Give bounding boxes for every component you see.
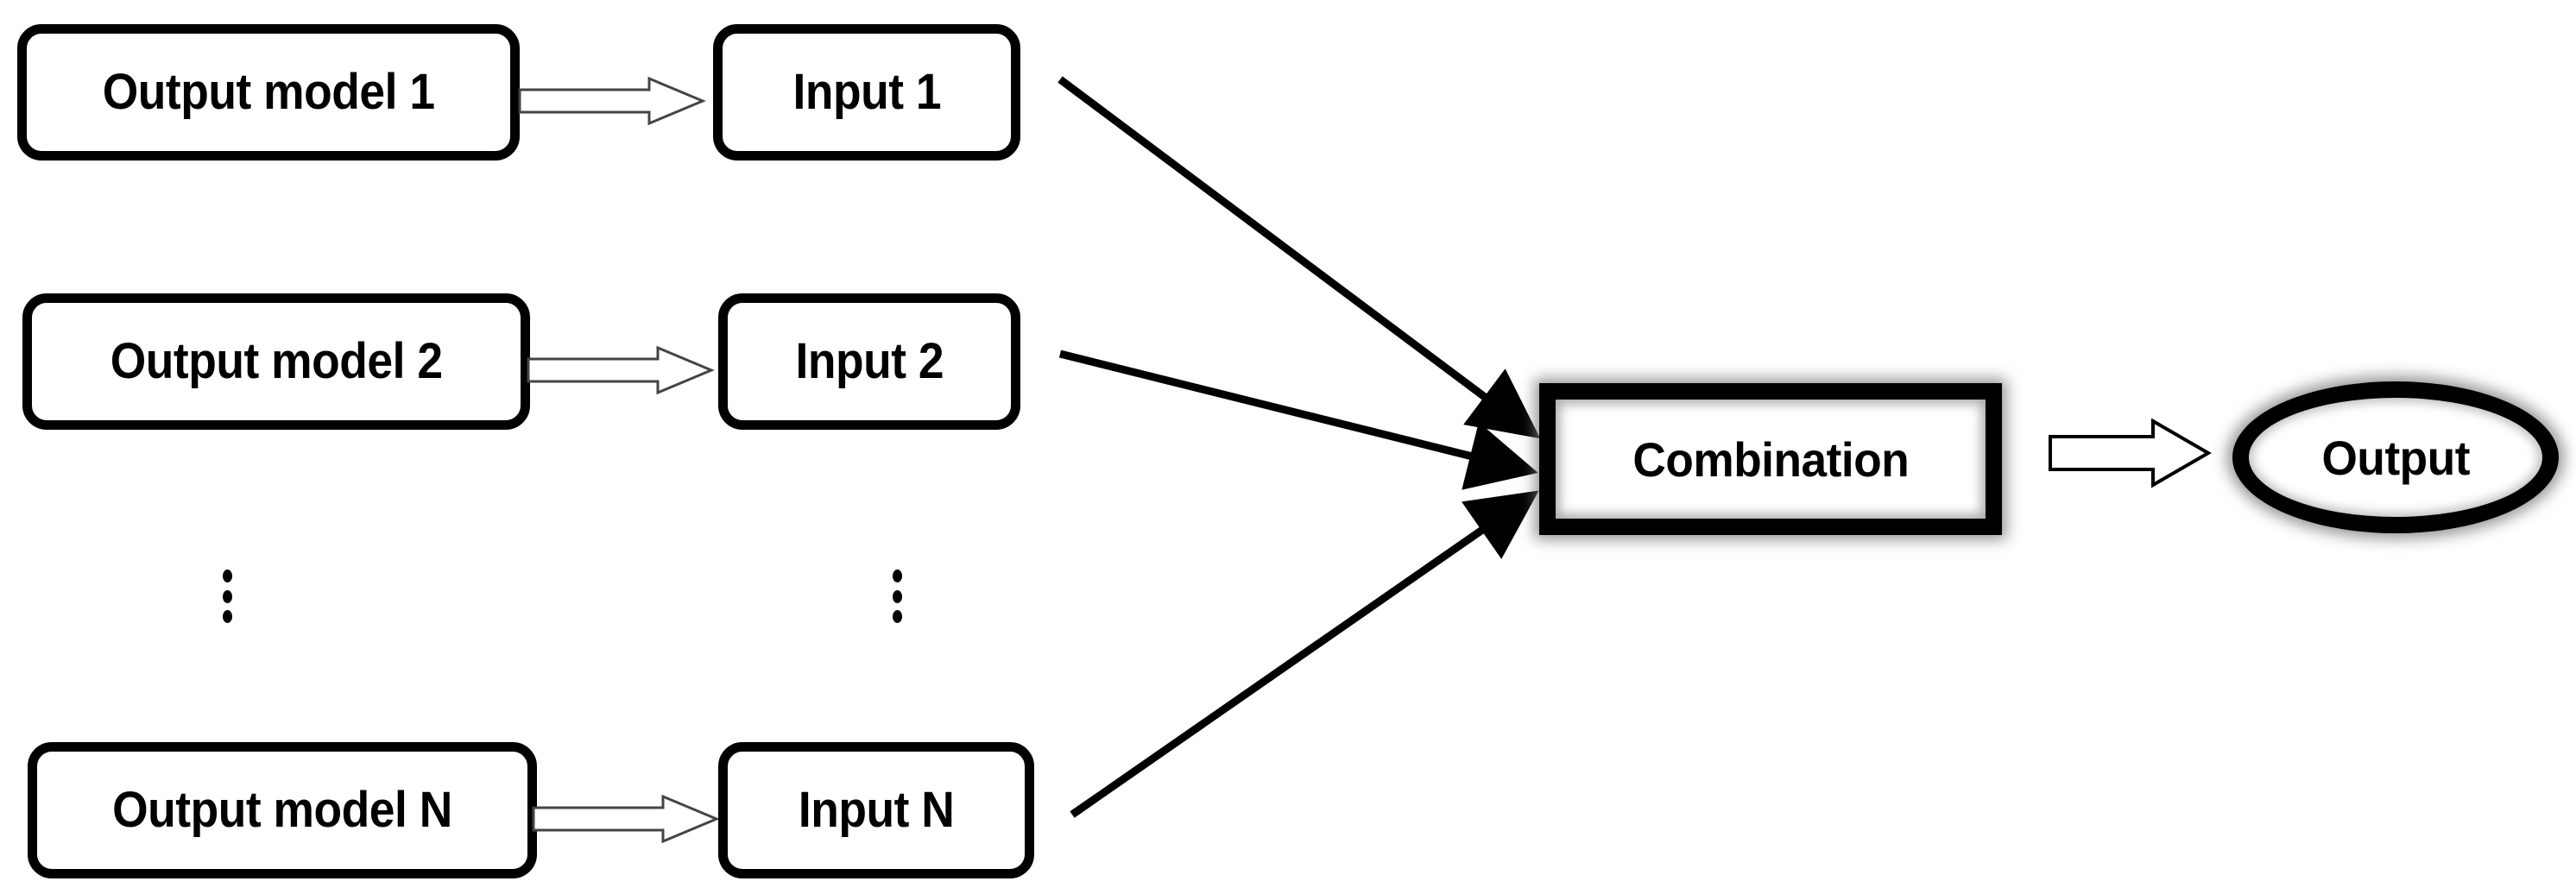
node-input-1[interactable]: Input 1 bbox=[713, 24, 1020, 161]
node-input-2[interactable]: Input 2 bbox=[718, 293, 1020, 430]
node-output-model-n[interactable]: Output model N bbox=[28, 742, 537, 878]
node-input-1-label: Input 1 bbox=[792, 64, 941, 120]
node-output-model-n-label: Output model N bbox=[112, 782, 452, 838]
block-arrow-right-icon-row-1 bbox=[518, 76, 706, 126]
line-arrow-right-icon-input-1-to-combination bbox=[1058, 76, 1541, 439]
node-input-n-label: Input N bbox=[798, 782, 955, 838]
vertical-ellipsis-icon-output-column bbox=[223, 570, 232, 623]
node-output-model-2-label: Output model 2 bbox=[110, 333, 443, 389]
node-output-model-1[interactable]: Output model 1 bbox=[17, 24, 520, 161]
block-arrow-right-icon-row-n bbox=[532, 794, 720, 844]
ellipsis-dot bbox=[893, 610, 902, 623]
node-output-model-2[interactable]: Output model 2 bbox=[22, 293, 530, 430]
ellipsis-dot bbox=[893, 589, 902, 603]
node-input-n[interactable]: Input N bbox=[718, 742, 1034, 878]
node-input-2-label: Input 2 bbox=[795, 333, 944, 389]
node-output-model-1-label: Output model 1 bbox=[102, 64, 435, 120]
line-arrow-right-icon-input-n-to-combination bbox=[1070, 490, 1539, 818]
block-arrow-right-icon-row-2 bbox=[527, 345, 715, 395]
ellipsis-dot bbox=[223, 589, 232, 603]
node-output-label: Output bbox=[2321, 430, 2470, 485]
block-arrow-right-icon-combination-to-output bbox=[2049, 418, 2212, 488]
node-combination[interactable]: Combination bbox=[1539, 383, 2002, 535]
node-combination-label: Combination bbox=[1632, 431, 1909, 487]
node-output[interactable]: Output bbox=[2232, 381, 2559, 533]
line-arrow-right-icon-input-2-to-combination bbox=[1058, 349, 1538, 490]
vertical-ellipsis-icon-input-column bbox=[893, 570, 902, 623]
ellipsis-dot bbox=[223, 610, 232, 623]
ellipsis-dot bbox=[223, 570, 232, 582]
ellipsis-dot bbox=[893, 570, 902, 582]
